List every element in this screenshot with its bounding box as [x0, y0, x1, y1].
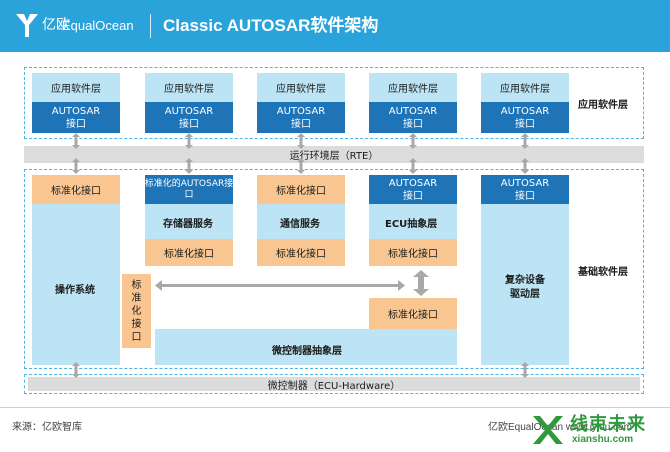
footer-brand: 亿欧EqualOcean www.iyiou.com: [488, 422, 632, 433]
app-block-4-top: 应用软件层: [369, 73, 457, 102]
watermark-text: 线束未来: [570, 414, 646, 435]
logo-english-text: EqualOcean: [62, 18, 134, 33]
memory-label: 存储器服务: [163, 219, 213, 230]
basic-layer-frame: [24, 169, 644, 369]
horizontal-double-arrow: [155, 280, 405, 291]
ecu-mcal-double-arrow: [413, 270, 429, 296]
app-block-1-top: 应用软件层: [32, 73, 120, 102]
app-block-5-interface: AUTOSAR 接口: [481, 102, 569, 133]
app-rte-arrow-1: [72, 133, 80, 149]
os-block: [32, 175, 120, 365]
comm-interface: 标准化接口: [257, 175, 345, 204]
bsw-hw-arrow-2: [521, 362, 529, 378]
header-divider: [150, 14, 151, 38]
footer-divider: [0, 407, 670, 408]
header-bar: [0, 0, 670, 52]
complex-driver-block: [481, 175, 569, 365]
app-block-4-interface: AUTOSAR 接口: [369, 102, 457, 133]
page-title: Classic AUTOSAR软件架构: [163, 16, 379, 35]
ecu-bottom-interface: 标准化接口: [369, 239, 457, 266]
app-layer-frame: [24, 67, 644, 139]
basic-layer-label: 基础软件层: [578, 267, 628, 278]
xianshu-logo-icon: [533, 416, 563, 444]
app-rte-arrow-3: [297, 133, 305, 149]
bsw-hw-arrow-1: [72, 362, 80, 378]
rte-bar: 运行环境层（RTE）: [24, 146, 644, 163]
footer-source: 来源：亿欧智库: [12, 422, 82, 433]
app-block-5-top: 应用软件层: [481, 73, 569, 102]
os-label: 操作系统: [55, 285, 95, 296]
os-interface: 标准化接口: [32, 175, 120, 204]
ecu-label: ECU抽象层: [385, 219, 438, 230]
mcal-interface: 标准化接口: [369, 298, 457, 329]
app-block-1-interface: AUTOSAR 接口: [32, 102, 120, 133]
rte-bsw-arrow-4: [409, 158, 417, 174]
app-block-3-interface: AUTOSAR 接口: [257, 102, 345, 133]
complex-driver-interface: AUTOSAR 接口: [481, 175, 569, 204]
equalocean-logo-icon: [16, 14, 38, 37]
logo-chinese-text: 亿欧: [42, 17, 70, 33]
comm-label: 通信服务: [280, 219, 320, 230]
memory-interface: 标准化的AUTOSAR接 口: [145, 175, 233, 204]
app-rte-arrow-4: [409, 133, 417, 149]
app-rte-arrow-2: [185, 133, 193, 149]
rte-bsw-arrow-3: [297, 158, 305, 174]
complex-driver-label: 复杂设备 驱动层: [505, 275, 545, 300]
vertical-interface: 标 准 化 接 口: [122, 274, 151, 348]
ecu-interface: AUTOSAR 接口: [369, 175, 457, 204]
rte-bsw-arrow-2: [185, 158, 193, 174]
app-layer-label: 应用软件层: [578, 100, 628, 111]
rte-bsw-arrow-5: [521, 158, 529, 174]
watermark-url: xianshu.com: [572, 434, 634, 445]
hardware-bar: 微控制器（ECU-Hardware）: [28, 377, 640, 392]
mcal-label: 微控制器抽象层: [272, 346, 342, 357]
app-block-2-top: 应用软件层: [145, 73, 233, 102]
app-rte-arrow-5: [521, 133, 529, 149]
hardware-frame: [24, 374, 644, 394]
app-block-2-interface: AUTOSAR 接口: [145, 102, 233, 133]
app-block-3-top: 应用软件层: [257, 73, 345, 102]
memory-bottom-interface: 标准化接口: [145, 239, 233, 266]
rte-bsw-arrow-1: [72, 158, 80, 174]
mcal-block: [155, 329, 457, 365]
comm-bottom-interface: 标准化接口: [257, 239, 345, 266]
